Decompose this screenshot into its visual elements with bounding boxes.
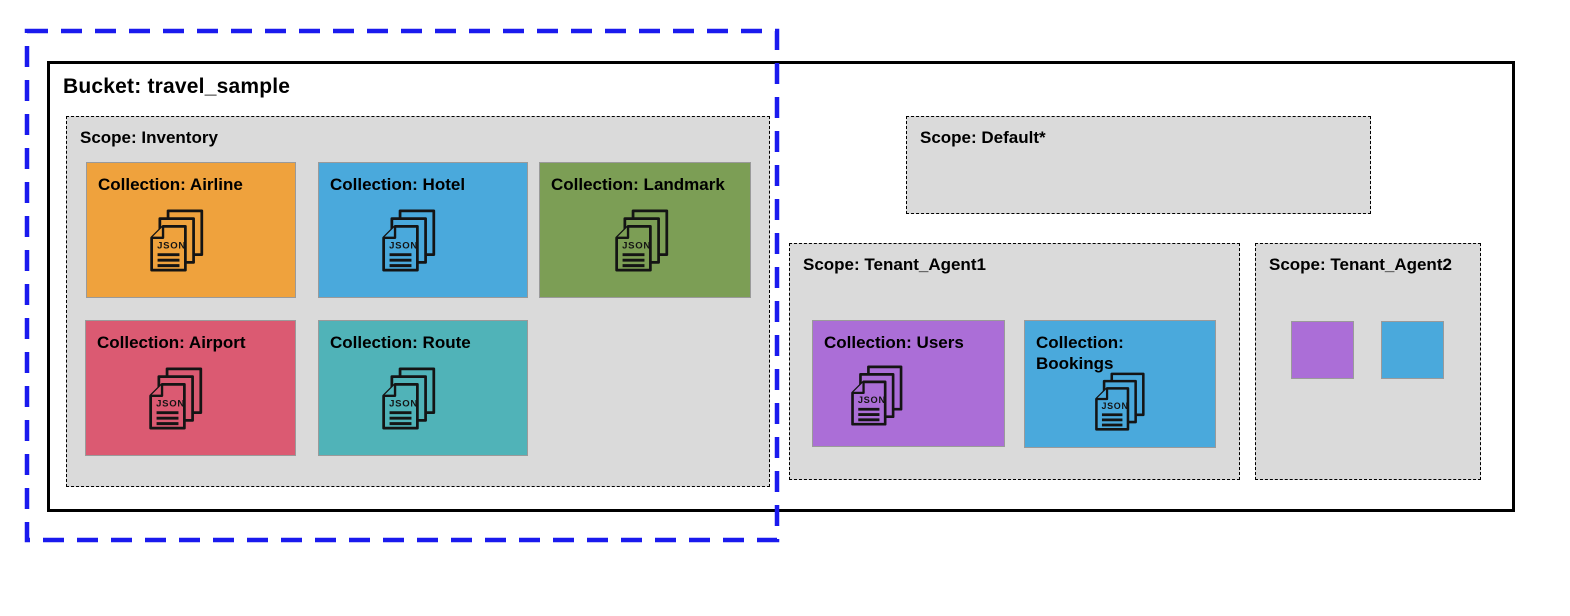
svg-text:JSON: JSON [622,240,651,251]
scope-default: Scope: Default* [906,116,1371,214]
collection-tile-airline: Collection: Airline JSON [86,162,296,298]
svg-text:JSON: JSON [156,398,185,409]
collection-tile-users: Collection: Users JSON [812,320,1005,447]
json-documents-icon: JSON [150,209,204,272]
svg-text:JSON: JSON [1102,401,1129,411]
scope-default-label: Scope: Default* [920,128,1046,147]
collection-landmark-label: Collection: Landmark [551,175,725,194]
scope-tenant-agent2: Scope: Tenant_Agent2 [1255,243,1481,480]
json-documents-icon: JSON [382,209,436,272]
json-documents-icon: JSON [149,367,203,430]
bucket-travel-sample: Bucket: travel_sample Scope: Inventory C… [47,61,1515,512]
svg-text:JSON: JSON [157,240,186,251]
collection-tile-route: Collection: Route JSON [318,320,528,456]
collection-tile-airport: Collection: Airport JSON [85,320,296,456]
json-documents-icon: JSON [851,365,903,426]
json-documents-icon: JSON [382,367,436,430]
svg-text:JSON: JSON [389,240,418,251]
scope-tenant-agent1: Scope: Tenant_Agent1 Collection: Users J… [789,243,1240,480]
collection-airline-label: Collection: Airline [98,175,243,194]
scope-inventory-label: Scope: Inventory [80,128,218,147]
json-documents-icon: JSON [615,209,669,272]
scope-tenant-agent1-label: Scope: Tenant_Agent1 [803,255,986,274]
collection-tile-landmark: Collection: Landmark JSON [539,162,751,298]
bucket-title: Bucket: travel_sample [63,75,291,98]
collection-tile-bookings: Collection: Bookings JSON [1024,320,1216,448]
collection-users-label: Collection: Users [824,333,964,352]
json-documents-icon: JSON [1095,372,1145,431]
collection-airport-label: Collection: Airport [97,333,246,352]
collection-route-label: Collection: Route [330,333,471,352]
scope-tenant-agent2-label: Scope: Tenant_Agent2 [1269,255,1452,274]
collection-mini-purple [1291,321,1354,379]
scope-inventory: Scope: Inventory Collection: Airline JSO… [66,116,770,487]
svg-text:JSON: JSON [858,395,886,405]
collection-hotel-label: Collection: Hotel [330,175,466,194]
svg-text:JSON: JSON [389,398,418,409]
collection-mini-blue [1381,321,1444,379]
collection-bookings-label: Collection: Bookings [1036,333,1124,374]
collection-tile-hotel: Collection: Hotel JSON [318,162,528,298]
